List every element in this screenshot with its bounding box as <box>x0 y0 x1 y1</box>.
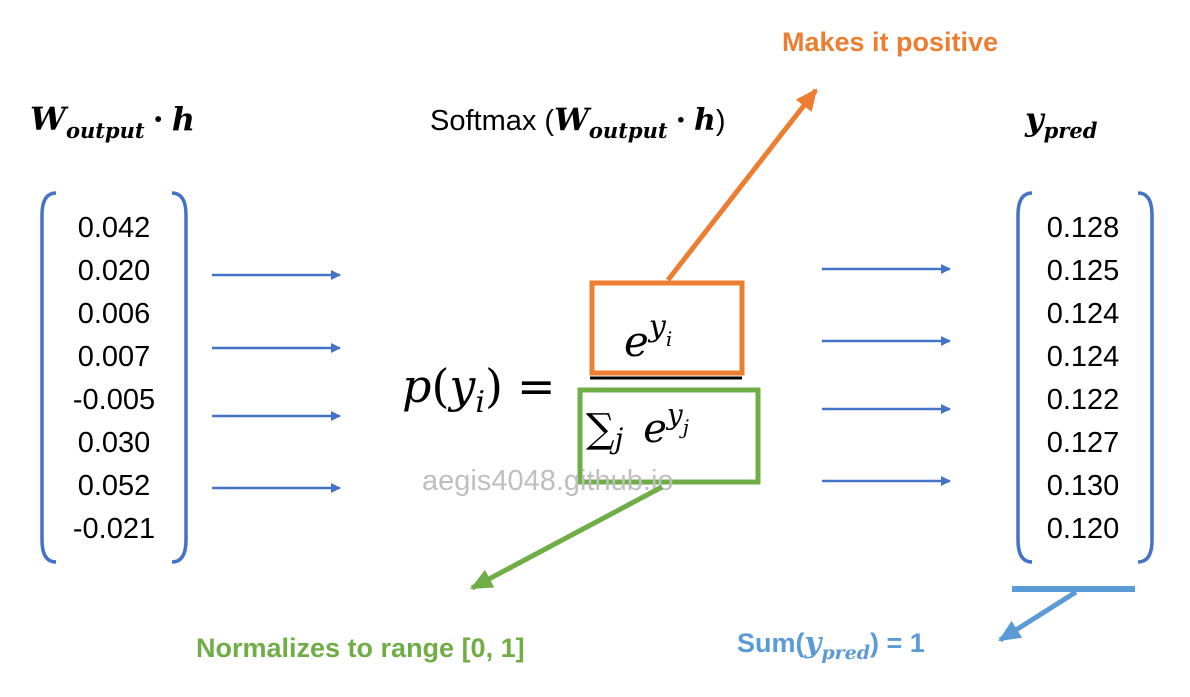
sum-arrow <box>998 589 1078 643</box>
vector-value: 0.122 <box>1047 384 1120 416</box>
left-vector-open-bracket <box>40 191 57 564</box>
left-header: Woutput·h <box>30 100 195 143</box>
vector-value: 0.124 <box>1047 341 1120 373</box>
normalize-label: Normalizes to range [0, 1] <box>196 633 525 663</box>
vector-value: 0.030 <box>78 427 151 459</box>
vector-value: 0.124 <box>1047 298 1120 330</box>
vector-value: 0.120 <box>1047 513 1120 545</box>
right-vector-open-bracket <box>1016 191 1033 564</box>
vector-value: -0.005 <box>73 384 155 416</box>
left-vector-values: 0.042 0.020 0.006 0.007 -0.005 0.030 0.052 -0.0… <box>73 212 155 545</box>
vector-value: 0.020 <box>78 255 151 287</box>
positive-arrow <box>666 88 818 282</box>
denominator-highlight-box <box>577 387 761 485</box>
vector-value: 0.127 <box>1047 427 1120 459</box>
numerator-exp: eyi <box>624 309 672 366</box>
vector-value: 0.128 <box>1047 212 1120 244</box>
right-vector-close-bracket <box>1137 191 1154 564</box>
vector-value: -0.021 <box>73 513 155 545</box>
formula-lhs: p(yi)= <box>402 359 556 420</box>
positive-label: Makes it positive <box>782 27 998 57</box>
vector-value: 0.007 <box>78 341 151 373</box>
sum-label: Sum(ypred) = 1 <box>737 625 925 664</box>
vector-value: 0.052 <box>78 470 151 502</box>
watermark: aegis4048.github.io <box>422 465 674 497</box>
vector-value: 0.042 <box>78 212 151 244</box>
vector-value: 0.125 <box>1047 255 1120 287</box>
vector-value: 0.006 <box>78 298 151 330</box>
middle-header: Softmax (Woutput·h) <box>430 102 726 143</box>
left-vector-close-bracket <box>171 191 188 564</box>
right-header: ypred <box>1024 100 1098 143</box>
normalize-arrow <box>470 484 664 591</box>
right-vector-values: 0.128 0.125 0.124 0.124 0.122 0.127 0.130 0.120 <box>1047 212 1120 545</box>
numerator-highlight-box <box>589 280 745 376</box>
vector-value: 0.130 <box>1047 470 1120 502</box>
